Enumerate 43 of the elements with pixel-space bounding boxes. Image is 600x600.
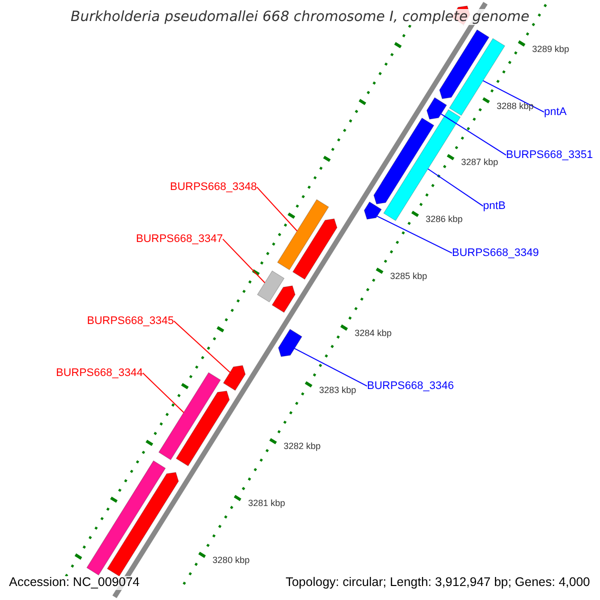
tick-label: 3282 kbp [284,442,321,452]
gene-bar [86,460,166,576]
gene-label: BURPS668_3351 [506,149,593,162]
gene-block [222,365,246,391]
gene-label: BURPS668_3347 [136,233,223,246]
tick-label: 3288 kbp [496,102,534,112]
gene-block [373,118,434,204]
tick-label: 3284 kbp [354,328,392,339]
gene-bar [158,372,221,460]
gene-block [439,29,490,100]
leader-line [173,320,230,373]
gene-label: pntB [483,200,506,212]
leader-line [427,168,484,207]
accession-text: Accession: NC_009074 [9,576,140,590]
gene-label: BURPS668_3345 [87,315,174,328]
tick-label: 3286 kbp [426,215,463,226]
gene-block [272,285,296,313]
tick-label: 3285 kbp [390,272,428,282]
gene-label: pntA [544,106,567,118]
tick-label: 3289 kbp [532,44,570,55]
gene-label: BURPS668_3348 [170,181,257,194]
gene-block [106,472,179,577]
gene-label: BURPS668_3346 [367,380,454,392]
gene-block [292,218,338,280]
tick-label: 3283 kbp [319,386,356,396]
tick-label: 3280 kbp [212,556,250,566]
leader-line [440,113,506,156]
gene-label: BURPS668_3344 [56,367,143,380]
gene-block [278,328,302,357]
leader-line [482,80,544,113]
tick-label: 3287 kbp [461,158,498,168]
genome-summary-text: Topology: circular; Length: 3,912,947 bp; Genes: 4,000 [286,576,590,590]
gene-block [176,390,230,466]
leader-line [294,348,368,387]
gene-label: BURPS668_3349 [452,247,539,260]
gene-bar [277,199,330,270]
title: Burkholderia pseudomallei 668 chromosome I, complete genome [70,9,530,25]
tick-label: 3281 kbp [248,499,286,510]
leader-line [222,238,266,284]
gene-bar [256,270,285,302]
leader-line [376,216,452,254]
leader-line [142,372,184,413]
leader-line [256,186,298,232]
